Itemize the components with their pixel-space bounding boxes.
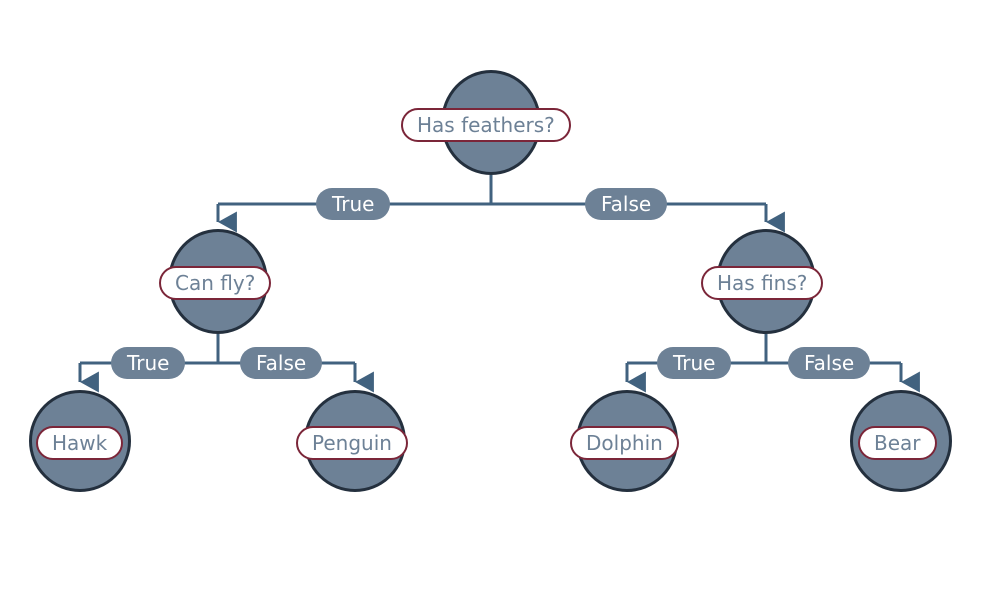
edge-label-can-fly-false: False bbox=[240, 347, 323, 379]
node-label-bear: Bear bbox=[858, 426, 937, 460]
edge-label-can-fly-true: True bbox=[111, 347, 186, 379]
edge-label-has-fins-false: False bbox=[788, 347, 871, 379]
edge-label-root-false: False bbox=[585, 188, 668, 220]
node-label-can-fly: Can fly? bbox=[159, 266, 272, 300]
node-label-root: Has feathers? bbox=[401, 108, 571, 142]
node-label-dolphin: Dolphin bbox=[570, 426, 679, 460]
edge-label-has-fins-true: True bbox=[657, 347, 732, 379]
node-label-has-fins: Has fins? bbox=[701, 266, 824, 300]
node-label-hawk: Hawk bbox=[36, 426, 124, 460]
node-label-penguin: Penguin bbox=[296, 426, 408, 460]
edge-label-root-true: True bbox=[316, 188, 391, 220]
